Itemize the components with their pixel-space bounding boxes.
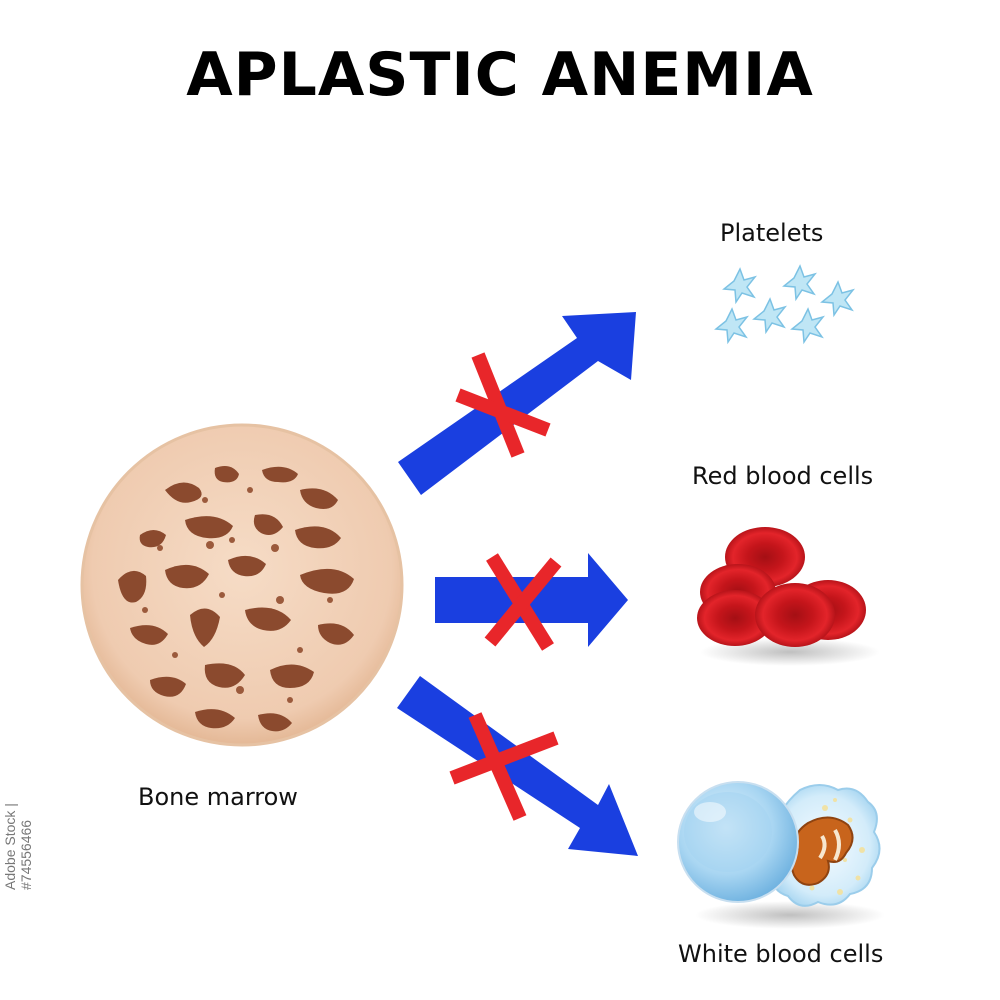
red-blood-cells-label: Red blood cells bbox=[692, 462, 874, 490]
bone-marrow-label: Bone marrow bbox=[138, 783, 298, 811]
white-blood-cells-icon bbox=[677, 781, 885, 929]
arrow-to-platelets bbox=[398, 312, 636, 495]
platelets-icon bbox=[714, 264, 856, 345]
red-blood-cells-icon bbox=[697, 527, 880, 666]
cross-icon bbox=[449, 712, 559, 821]
platelets-label: Platelets bbox=[720, 219, 824, 247]
arrow-to-red-cells bbox=[435, 553, 628, 651]
cross-icon bbox=[484, 553, 562, 651]
arrow-to-white-cells bbox=[397, 676, 638, 856]
bone-marrow-icon bbox=[80, 423, 404, 747]
marrow-holes bbox=[118, 466, 354, 732]
stock-id-label: Adobe Stock | #74556466 bbox=[2, 803, 34, 890]
page-title: APLASTIC ANEMIA bbox=[186, 40, 814, 110]
cross-icon bbox=[455, 352, 551, 458]
white-blood-cells-label: White blood cells bbox=[678, 940, 884, 968]
